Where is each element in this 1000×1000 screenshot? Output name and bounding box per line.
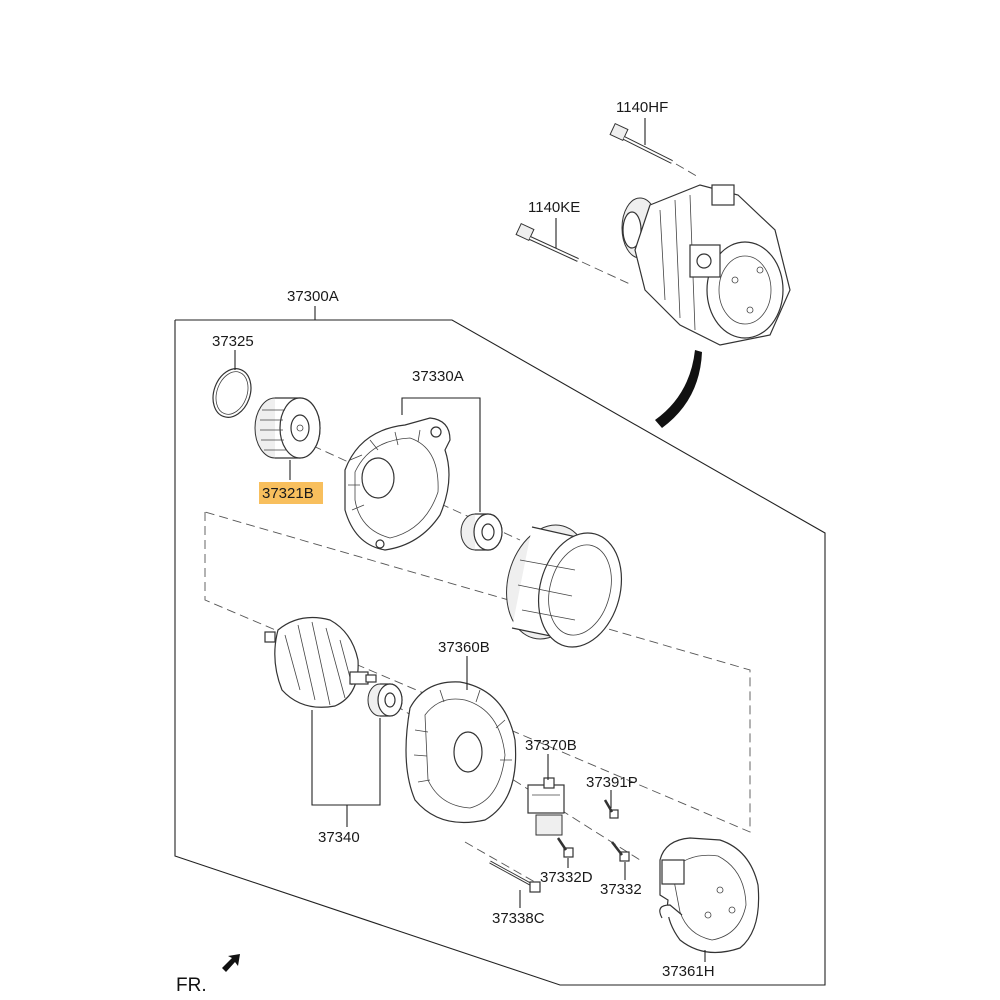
part-37325-ring [212,368,252,418]
assembly-pointer-arrow [655,350,702,428]
part-37332-screw [611,841,630,862]
label-37321b: 37321B [262,485,314,502]
label-1140hf: 1140HF [616,99,668,116]
part-37330a-front-bracket [344,417,451,551]
front-direction-arrow-icon [222,954,240,972]
label-1140ke: 1140KE [528,199,580,216]
label-37360b: 37360B [438,639,490,656]
bolt-1140ke [515,218,579,262]
label-assembly-37300a: 37300A [287,288,339,305]
label-37332: 37332 [600,881,642,898]
label-37340: 37340 [318,829,360,846]
part-37361h-rear-cover [659,837,760,954]
label-37370b: 37370B [525,737,577,754]
alternator-assembly-illustration [621,184,791,346]
part-37360b-rear-bracket [405,681,517,824]
part-bearing-front [460,513,503,551]
part-37332d-screw [556,837,574,858]
highlight-37321b [259,482,323,504]
label-front-direction: FR. [176,975,207,996]
label-37325: 37325 [212,333,254,350]
part-37340-rotor [264,617,377,708]
part-bearing-rear [367,683,403,717]
part-37370b-regulator [527,777,565,836]
label-37338c: 37338C [492,910,545,927]
part-37338c-bolt [489,860,541,893]
explode-guide-dashed [204,511,751,833]
label-37391p: 37391P [586,774,638,791]
assembly-frame [174,319,826,986]
part-37321b-pulley [254,397,321,459]
label-37361h: 37361H [662,963,715,980]
part-37391p-screw [603,799,619,819]
label-37330a: 37330A [412,368,464,385]
bolt-1140hf [609,118,673,164]
label-37332d: 37332D [540,869,593,886]
part-stator [506,524,623,648]
